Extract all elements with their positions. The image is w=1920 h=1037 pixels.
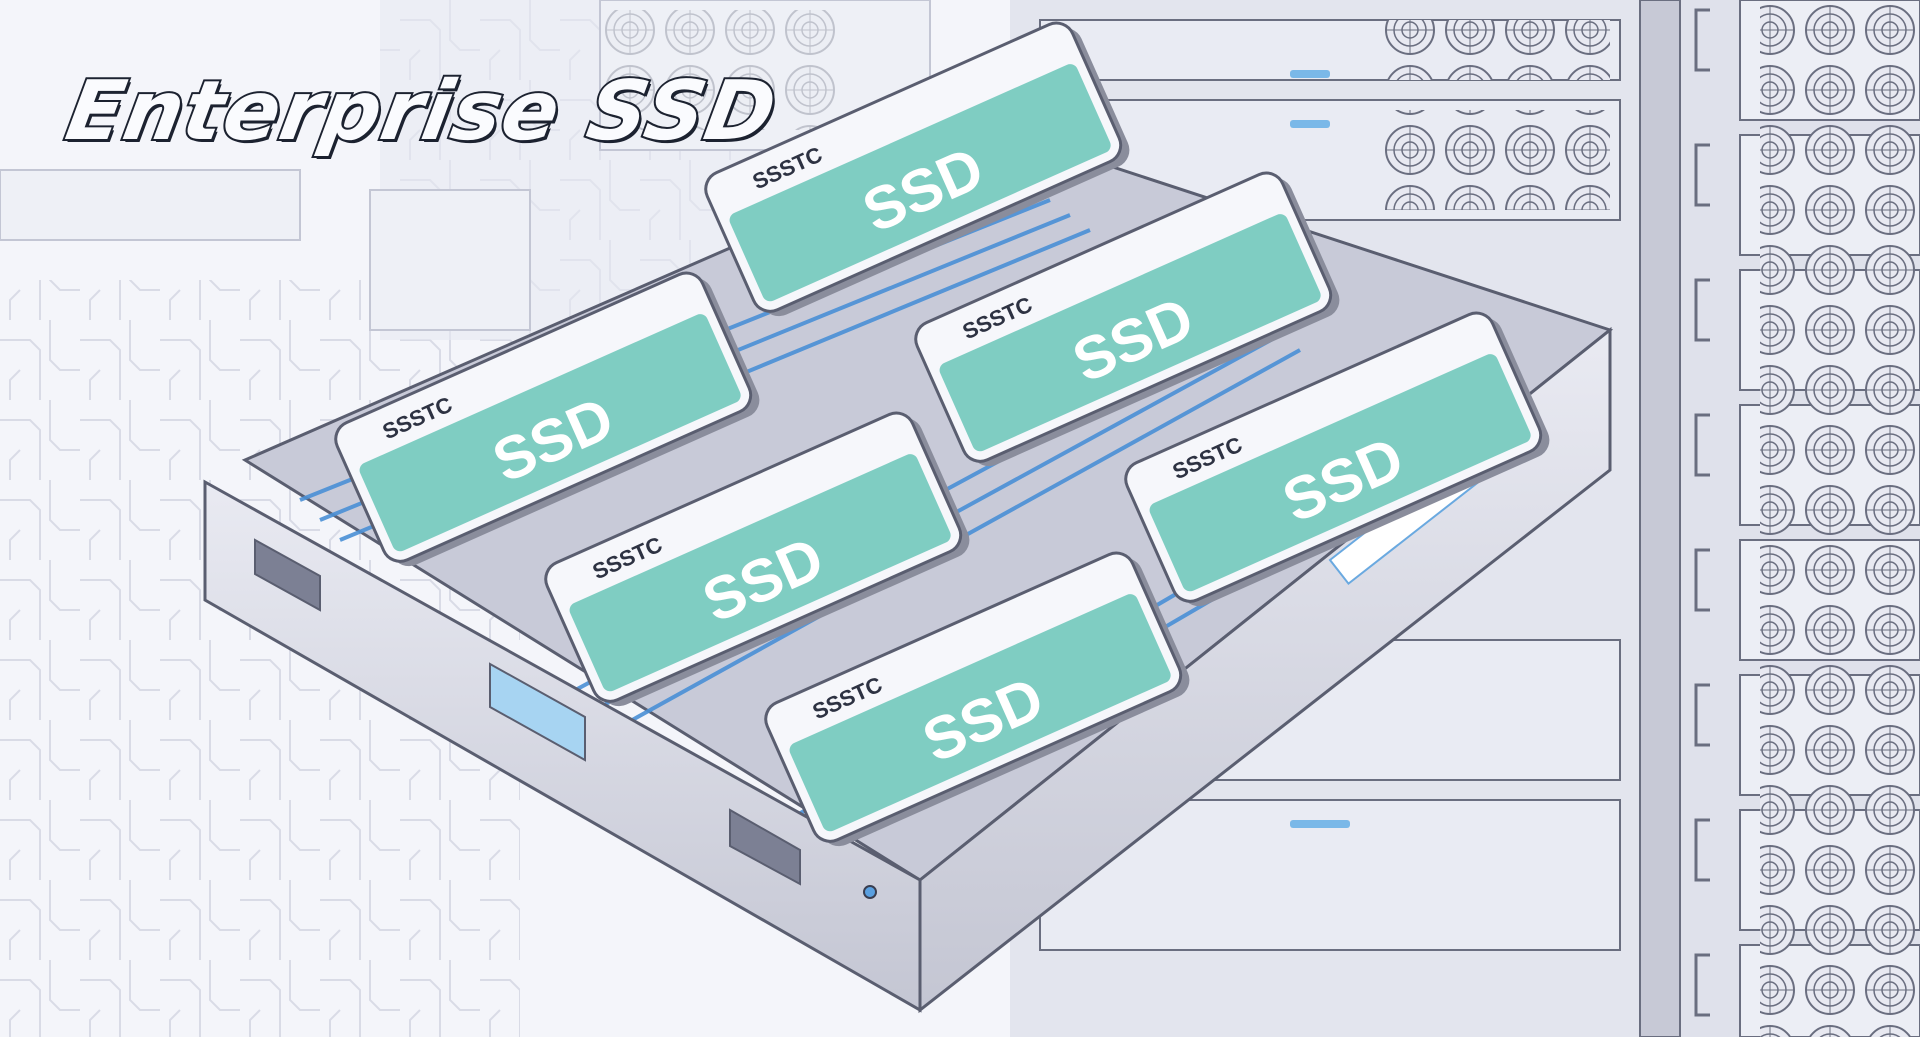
ssd-drive: SSSTC SSD — [704, 21, 1130, 317]
ssd-drive: SSSTC SSD — [914, 171, 1340, 467]
ssd-drive: SSSTC SSD — [1124, 311, 1550, 607]
ssd-drive: SSSTC SSD — [764, 551, 1190, 847]
ssd-drive: SSSTC SSD — [544, 411, 970, 707]
ssd-drive: SSSTC SSD — [334, 271, 760, 567]
